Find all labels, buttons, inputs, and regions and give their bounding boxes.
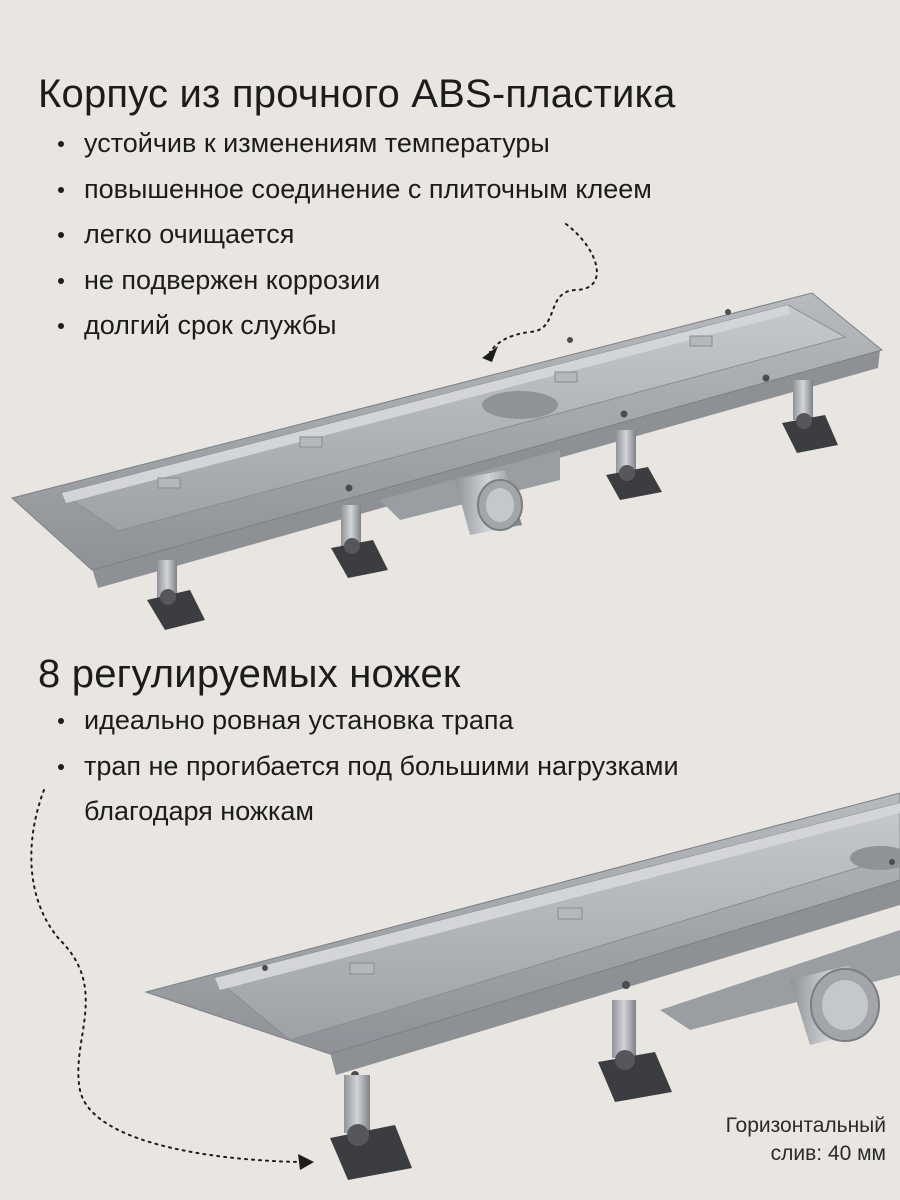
section2-title: 8 регулируемых ножек [38, 652, 461, 696]
bullet-text: легко очищается [84, 219, 295, 249]
list-item: устойчив к изменениям температуры [58, 121, 652, 167]
list-item: легко очищается [58, 212, 652, 258]
bullet-dot-icon [58, 718, 64, 724]
list-item: трап не прогибается под большими нагрузк… [58, 744, 679, 790]
bullet-dot-icon [58, 323, 64, 329]
bullet-text: трап не прогибается под большими нагрузк… [84, 750, 679, 781]
bullet-text: идеально ровная установка трапа [84, 705, 514, 735]
drain-channel-bottom [144, 792, 900, 1079]
legs-top [147, 380, 838, 630]
bullet-text: повышенное соединение с плиточным клеем [84, 173, 652, 204]
list-item: идеально ровная установка трапа [58, 698, 679, 744]
section2-bullet-list: идеально ровная установка трапа трап не … [58, 698, 679, 835]
bullet-dot-icon [58, 141, 64, 147]
caption-line-2: слив: 40 мм [770, 1142, 886, 1165]
caption-line-1: Горизонтальный [725, 1114, 886, 1137]
list-item: не подвержен коррозии [58, 258, 652, 304]
bullet-dot-icon [58, 763, 64, 770]
bullet-dot-icon [58, 186, 64, 193]
pointer-arrow-top [489, 223, 598, 353]
bullet-text: не подвержен коррозии [84, 264, 381, 295]
bullet-text: долгий срок службы [84, 310, 337, 340]
outlet-caption: Горизонтальный слив: 40 мм [726, 1112, 886, 1168]
list-item: долгий срок службы [58, 303, 652, 349]
pointer-arrow-bottom [30, 789, 301, 1163]
list-item: повышенное соединение с плиточным клеем [58, 167, 652, 213]
bullet-dot-icon [58, 232, 64, 238]
bullet-dot-icon [58, 277, 64, 284]
arrow-head-top [482, 346, 498, 362]
section1-title: Корпус из прочного ABS-пластика [38, 72, 676, 116]
bullet-continuation: благодаря ножкам [84, 796, 314, 826]
drain-channel-top [10, 292, 884, 588]
bullet-text: устойчив к изменениям температуры [84, 128, 550, 158]
arrow-head-bottom [298, 1154, 314, 1170]
section1-bullet-list: устойчив к изменениям температуры повыше… [58, 121, 652, 349]
legs-bottom [330, 1000, 672, 1180]
